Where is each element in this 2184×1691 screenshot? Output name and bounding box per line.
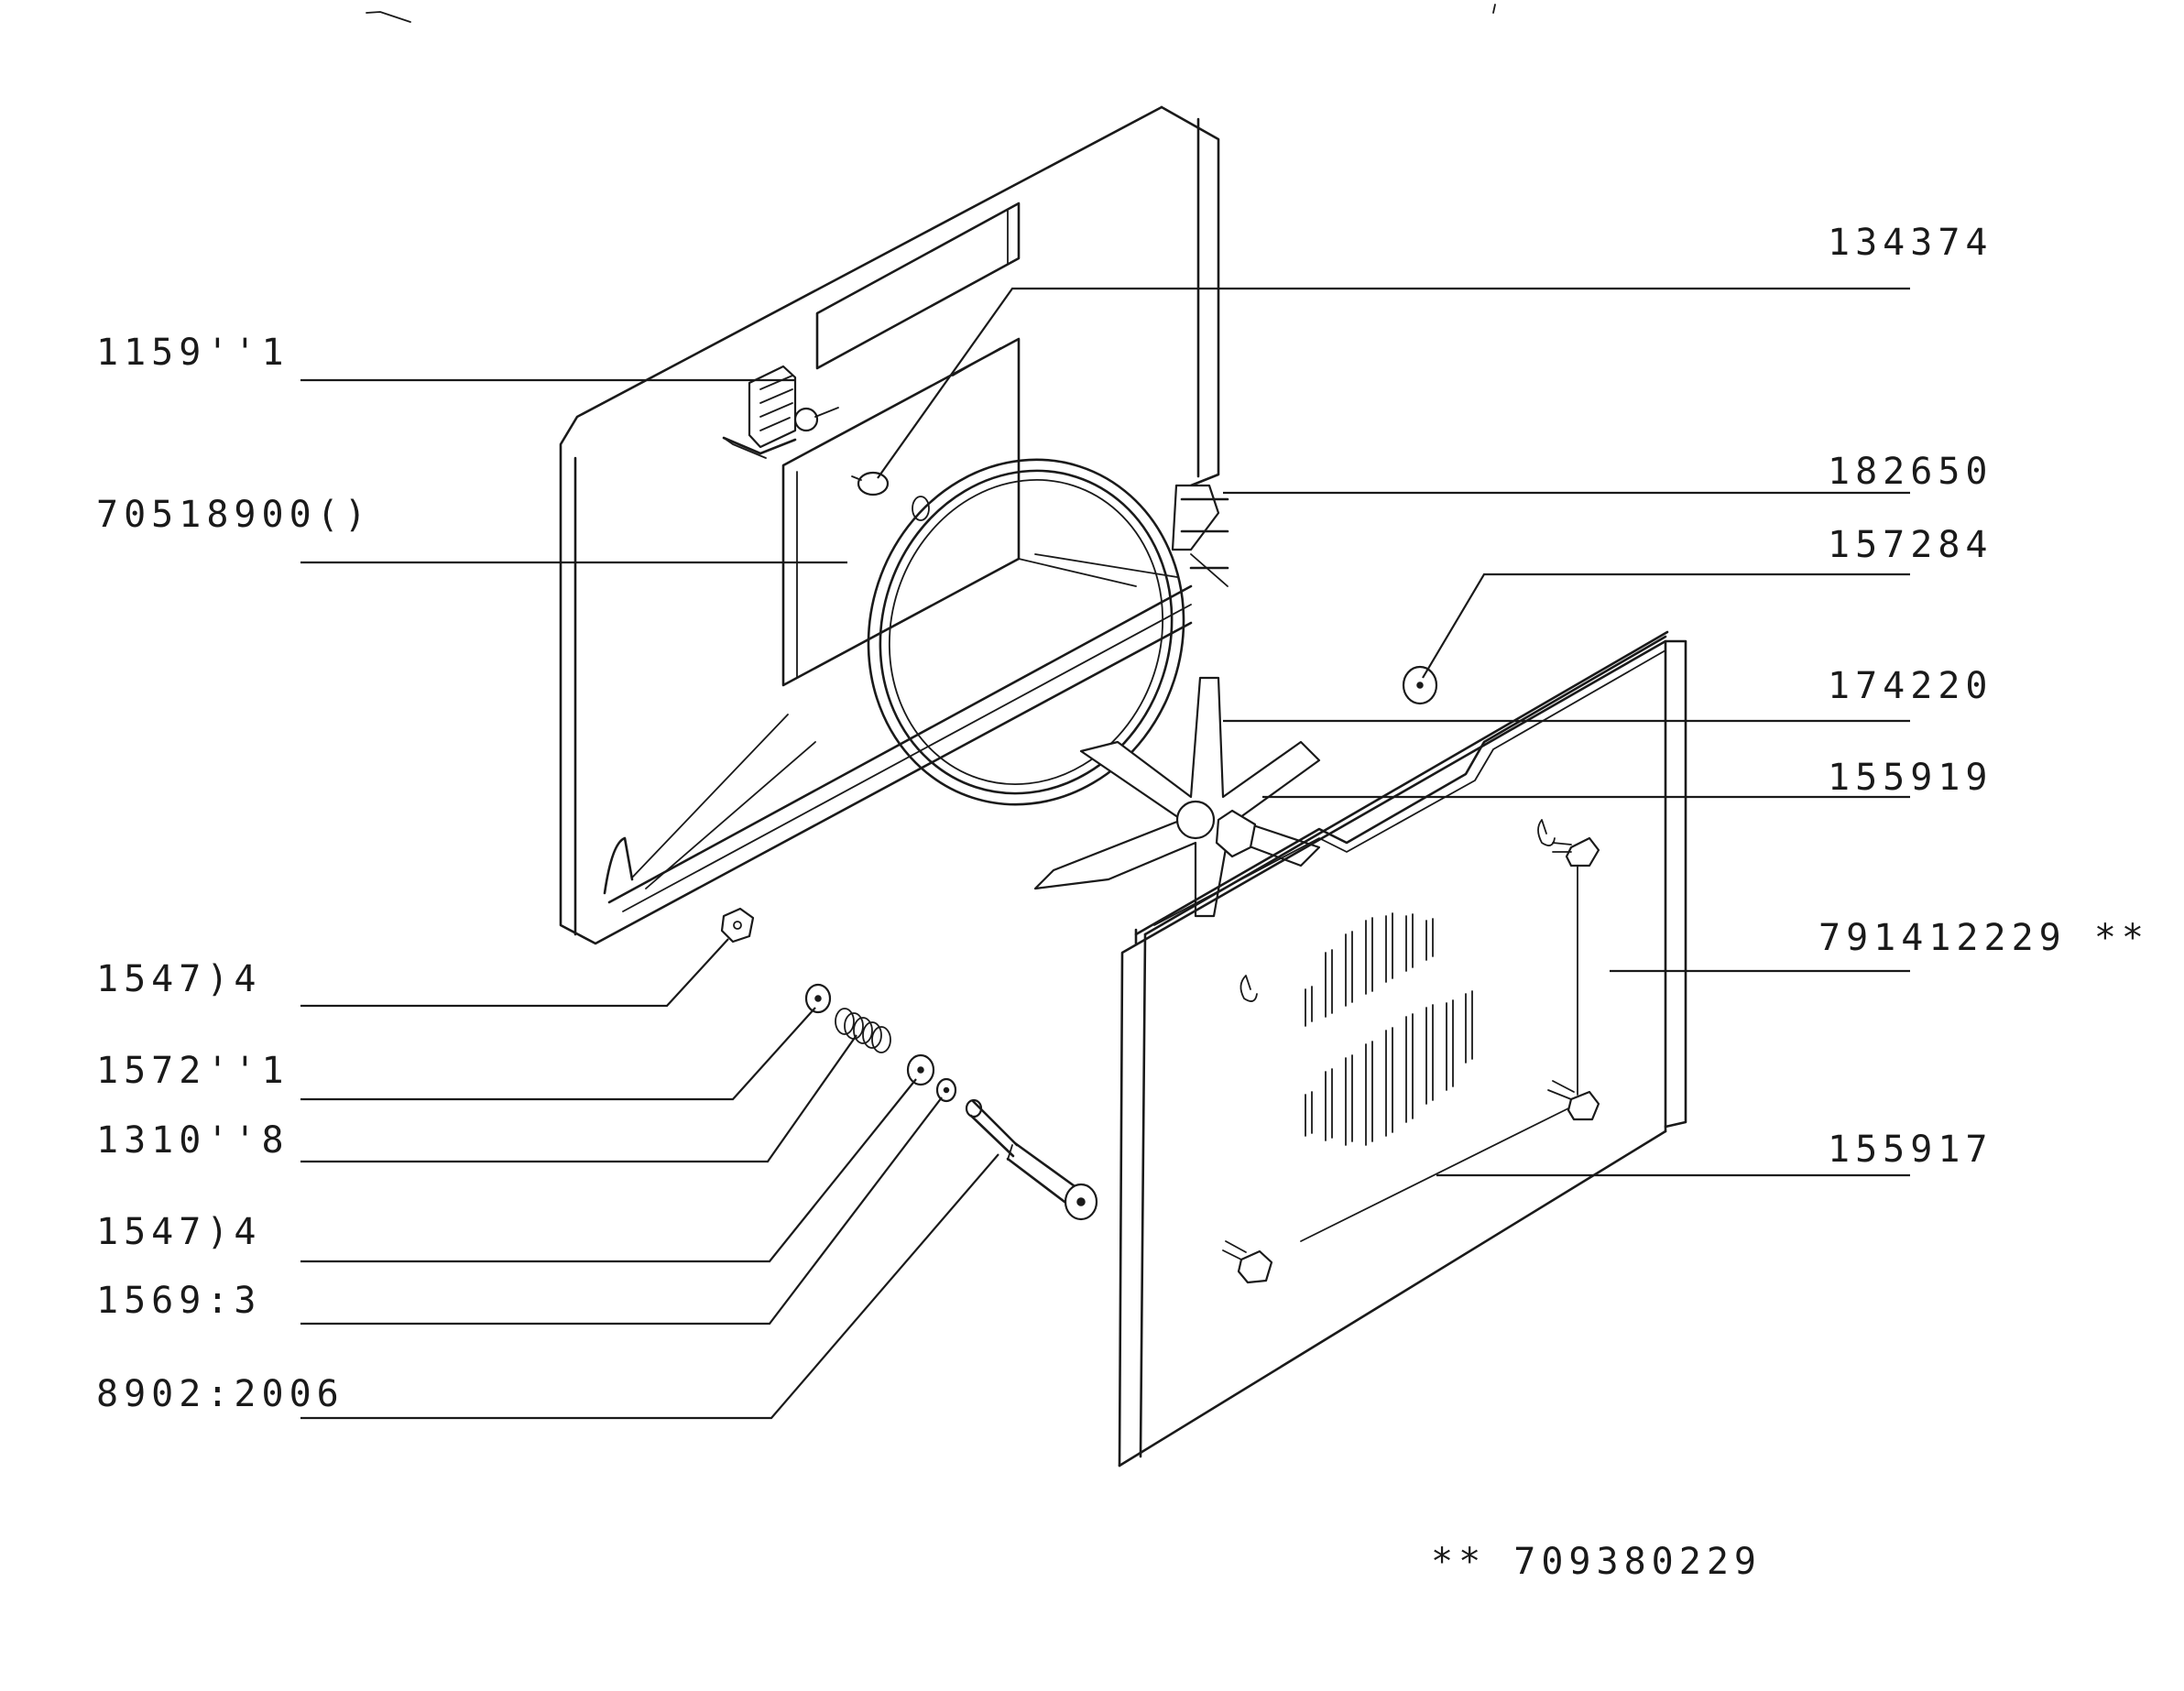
label-155917: 155917 [1828, 1129, 1993, 1171]
label-156933: 1569:3 [96, 1280, 262, 1322]
scan-mark [1492, 4, 1496, 14]
label-115971: 1159''1 [96, 332, 289, 374]
label-134374: 134374 [1828, 222, 1993, 264]
label-157271: 1572''1 [96, 1050, 289, 1092]
thermostat-switch-part [722, 365, 839, 459]
label-154794-upper: 1547)4 [96, 958, 262, 1000]
part-labels: 1159''1 70518900() 1547)4 1572''1 1310''… [96, 222, 2149, 1583]
rear-oven-wall [559, 105, 1220, 945]
shaft-assembly-parts [804, 983, 1098, 1221]
scan-mark [366, 11, 411, 23]
front-fan-cover-panel [1118, 630, 1687, 1467]
label-705189000: 70518900() [96, 494, 372, 536]
label-155919: 155919 [1828, 757, 1993, 799]
motor-shaft-890232006 [965, 1098, 1098, 1221]
fan-blade [1033, 676, 1321, 918]
screw-134374 [851, 471, 890, 496]
label-157284: 157284 [1828, 524, 1993, 566]
label-154794-lower: 1547)4 [96, 1211, 262, 1253]
circular-heating-element [867, 458, 1229, 806]
panel-hole [912, 496, 930, 521]
thumb-screws-155917 [1222, 836, 1600, 1284]
vent-slots [1305, 912, 1473, 1146]
footnote-part-number: ** 709380229 [1431, 1541, 1762, 1583]
washer-157284 [1402, 665, 1438, 705]
label-174220: 174220 [1828, 665, 1993, 707]
label-182650: 182650 [1828, 451, 1993, 493]
label-131078: 1310''8 [96, 1119, 289, 1162]
label-890232006: 8902:2006 [96, 1373, 344, 1415]
label-791412229: 791412229 ** [1818, 917, 2149, 959]
nut-154794-upper [720, 907, 755, 944]
leader-lines [300, 287, 1910, 1420]
spring-131078 [835, 1008, 891, 1053]
